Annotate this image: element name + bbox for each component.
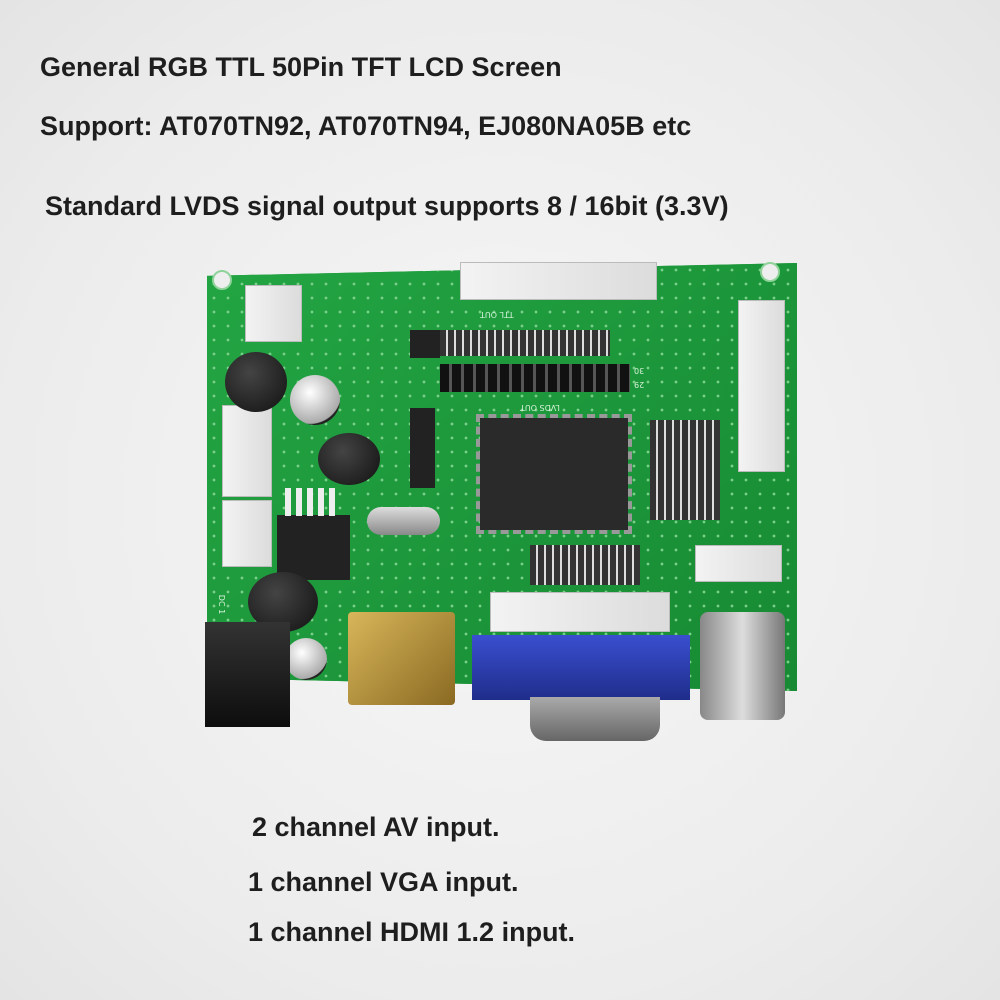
feature-hdmi: 1 channel HDMI 1.2 input. [248, 917, 576, 947]
vga-dsub-shell [530, 697, 660, 741]
lvds-pin-header [440, 364, 630, 392]
inductor [318, 433, 380, 485]
mount-hole [212, 270, 232, 290]
power-connector [245, 285, 302, 342]
voltage-regulator [277, 515, 350, 580]
smd-array [440, 330, 610, 356]
main-controller-chip [476, 414, 632, 534]
capacitor [290, 375, 340, 425]
silk-pin-30: 30 [634, 366, 645, 375]
ttl-fpc-connector [460, 262, 657, 300]
regulator-pins [285, 488, 340, 516]
inductor [225, 352, 287, 412]
left-connector-bottom [222, 500, 272, 567]
left-connector-top [222, 405, 272, 497]
right-vertical-connector [738, 300, 785, 472]
heading-line-3: Standard LVDS signal output supports 8 /… [45, 191, 729, 221]
silk-pin-29: 29 [634, 380, 645, 389]
right-small-connector [695, 545, 782, 582]
ic-chip [410, 408, 435, 488]
ic-chip [410, 330, 440, 358]
silk-lvds-out: LVDS OUT [520, 403, 560, 412]
heading-line-2: Support: AT070TN92, AT070TN94, EJ080NA05… [40, 111, 692, 141]
hdmi-port [348, 612, 455, 705]
bottom-wide-connector [490, 592, 670, 632]
vga-port [472, 635, 690, 700]
silk-dc: DC 1 [217, 594, 227, 615]
capacitor [285, 638, 327, 680]
rca-av-jack [700, 612, 785, 720]
smd-array [530, 545, 640, 585]
feature-vga: 1 channel VGA input. [248, 867, 519, 897]
smd-array [650, 420, 720, 520]
heading-line-1: General RGB TTL 50Pin TFT LCD Screen [40, 52, 562, 82]
crystal-oscillator [367, 507, 440, 535]
dc-power-jack [205, 622, 290, 727]
silk-ttl-out: TTL OUT [480, 310, 514, 319]
mount-hole [760, 262, 780, 282]
feature-av: 2 channel AV input. [252, 812, 500, 842]
